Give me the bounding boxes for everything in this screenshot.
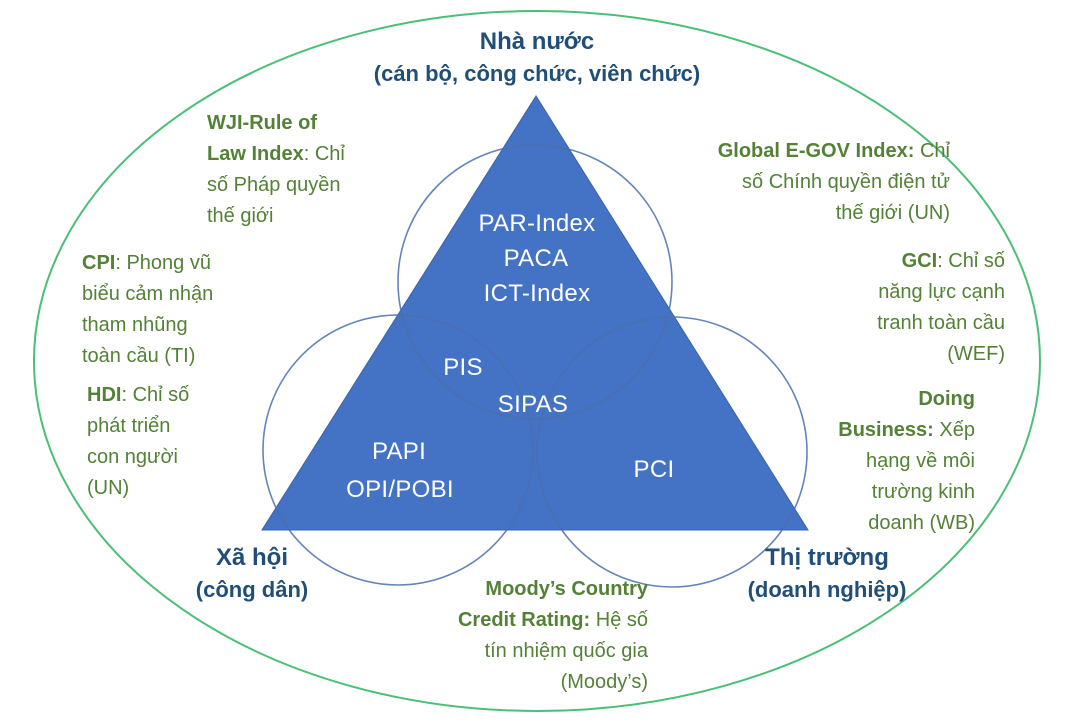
annotation-line: Credit Rating: Hệ số: [457, 609, 648, 631]
circle-state: [397, 144, 673, 420]
vertex-market-title: Thị trường: [765, 544, 889, 571]
annotation-line: CPI: Phong vũ: [82, 252, 211, 274]
label-papi: PAPI: [371, 438, 427, 465]
label-pci: PCI: [633, 456, 675, 483]
vertex-society-subtitle: (công dân): [195, 577, 309, 602]
annotation-line: số Chính quyền điện tử: [742, 171, 950, 193]
label-sipas: SIPAS: [497, 391, 569, 418]
annotation-line: tín nhiệm quốc gia: [484, 640, 648, 662]
vertex-market-subtitle: (doanh nghiệp): [747, 577, 907, 602]
label-paca: PACA: [503, 245, 569, 272]
annotation-line: (Moody’s): [560, 671, 648, 693]
annotation-line: Business: Xếp: [838, 419, 975, 441]
outer-ellipse: [33, 10, 1041, 712]
vertex-label-state: Nhà nước (cán bộ, công chức, viên chức): [374, 26, 700, 90]
annotation-hdi: HDI: Chỉ số phát triển con người (UN): [87, 380, 189, 504]
label-par-index: PAR-Index: [478, 210, 596, 237]
annotation-line: HDI: Chỉ số: [87, 384, 190, 406]
annotation-line: phát triển: [87, 415, 171, 437]
annotation-line: thế giới (UN): [835, 202, 950, 224]
annotation-line: doanh (WB): [868, 512, 975, 534]
annotation-line: hạng về môi: [866, 450, 975, 472]
annotation-egov: Global E-GOV Index: Chỉ số Chính quyền đ…: [718, 136, 950, 229]
annotation-cpi: CPI: Phong vũ biểu cảm nhận tham nhũng t…: [82, 248, 213, 372]
annotation-line: Moody’s Country: [485, 578, 648, 600]
annotation-line: số Pháp quyền: [207, 174, 341, 196]
annotation-line: Global E-GOV Index: Chỉ: [717, 140, 950, 162]
annotation-line: (WEF): [947, 343, 1005, 365]
circle-market: [536, 316, 808, 588]
annotation-line: WJI-Rule of: [207, 112, 317, 134]
label-pis: PIS: [443, 354, 483, 381]
annotation-line: Doing: [918, 388, 975, 410]
annotation-line: năng lực cạnh: [878, 281, 1005, 303]
annotation-line: thế giới: [207, 205, 274, 227]
annotation-line: trường kinh: [871, 481, 975, 503]
label-ict-index: ICT-Index: [483, 280, 591, 307]
vertex-state-subtitle: (cán bộ, công chức, viên chức): [373, 61, 701, 86]
annotation-line: con người: [87, 446, 178, 468]
annotation-line: tham nhũng: [82, 314, 188, 336]
annotation-gci: GCI: Chỉ số năng lực cạnh tranh toàn cầu…: [877, 246, 1005, 370]
center-triangle: [261, 95, 809, 531]
annotation-line: toàn cầu (TI): [82, 345, 196, 367]
annotation-doing-business: Doing Business: Xếp hạng về môi trường k…: [838, 384, 975, 539]
vertex-state-title: Nhà nước: [479, 28, 595, 55]
annotation-moodys: Moody’s Country Credit Rating: Hệ số tín…: [458, 574, 648, 698]
vertex-label-market: Thị trường (doanh nghiệp): [748, 542, 907, 606]
annotation-line: GCI: Chỉ số: [901, 250, 1005, 272]
vertex-society-title: Xã hội: [215, 544, 288, 571]
annotation-line: biểu cảm nhận: [82, 283, 214, 305]
annotation-line: (UN): [87, 477, 130, 499]
annotation-line: tranh toàn cầu: [877, 312, 1005, 334]
annotation-line: Law Index: Chỉ: [207, 143, 345, 165]
circle-society: [262, 314, 534, 586]
label-opi-pobi: OPI/POBI: [346, 476, 454, 503]
annotation-wji: WJI-Rule of Law Index: Chỉ số Pháp quyền…: [207, 108, 345, 232]
vertex-label-society: Xã hội (công dân): [196, 542, 308, 606]
